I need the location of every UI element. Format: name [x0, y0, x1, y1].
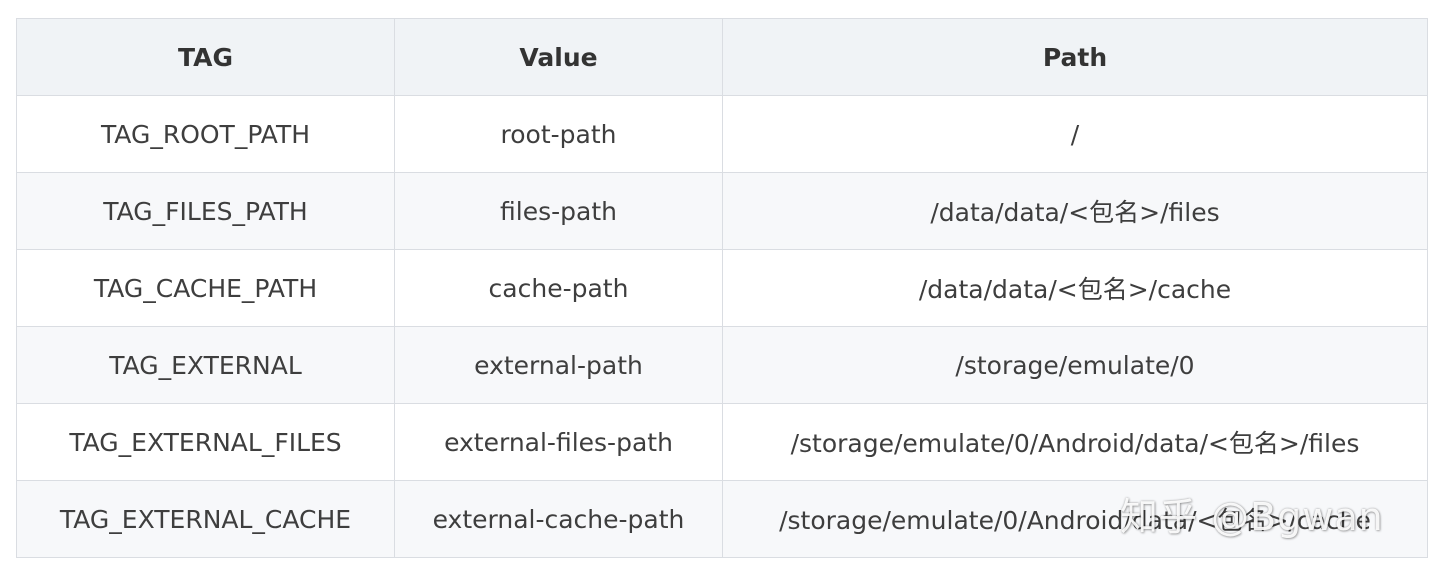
cell-tag: TAG_EXTERNAL_CACHE [16, 480, 395, 558]
cell-value: external-files-path [394, 403, 723, 481]
table-row: TAG_EXTERNAL_CACHE external-cache-path /… [16, 480, 1428, 558]
cell-value: external-path [394, 326, 723, 404]
table-row: TAG_CACHE_PATH cache-path /data/data/<包名… [16, 249, 1428, 327]
table-body: TAG_ROOT_PATH root-path / TAG_FILES_PATH… [16, 95, 1428, 558]
table-row: TAG_FILES_PATH files-path /data/data/<包名… [16, 172, 1428, 250]
cell-tag: TAG_EXTERNAL_FILES [16, 403, 395, 481]
cell-value: root-path [394, 95, 723, 173]
cell-tag: TAG_EXTERNAL [16, 326, 395, 404]
cell-value: files-path [394, 172, 723, 250]
cell-tag: TAG_ROOT_PATH [16, 95, 395, 173]
table-header: TAG Value Path [16, 18, 1428, 96]
cell-tag: TAG_FILES_PATH [16, 172, 395, 250]
header-row: TAG Value Path [16, 18, 1428, 96]
path-table: TAG Value Path TAG_ROOT_PATH root-path /… [16, 18, 1428, 558]
header-path: Path [722, 18, 1428, 96]
header-value: Value [394, 18, 723, 96]
cell-path: /storage/emulate/0/Android/data/<包名>/fil… [722, 403, 1428, 481]
cell-path: /data/data/<包名>/cache [722, 249, 1428, 327]
cell-value: external-cache-path [394, 480, 723, 558]
cell-path: / [722, 95, 1428, 173]
cell-value: cache-path [394, 249, 723, 327]
table-row: TAG_EXTERNAL_FILES external-files-path /… [16, 403, 1428, 481]
cell-path: /data/data/<包名>/files [722, 172, 1428, 250]
path-table-container: TAG Value Path TAG_ROOT_PATH root-path /… [16, 18, 1428, 558]
table-row: TAG_EXTERNAL external-path /storage/emul… [16, 326, 1428, 404]
cell-tag: TAG_CACHE_PATH [16, 249, 395, 327]
cell-path: /storage/emulate/0/Android/data/<包名>/cac… [722, 480, 1428, 558]
header-tag: TAG [16, 18, 395, 96]
cell-path: /storage/emulate/0 [722, 326, 1428, 404]
table-row: TAG_ROOT_PATH root-path / [16, 95, 1428, 173]
